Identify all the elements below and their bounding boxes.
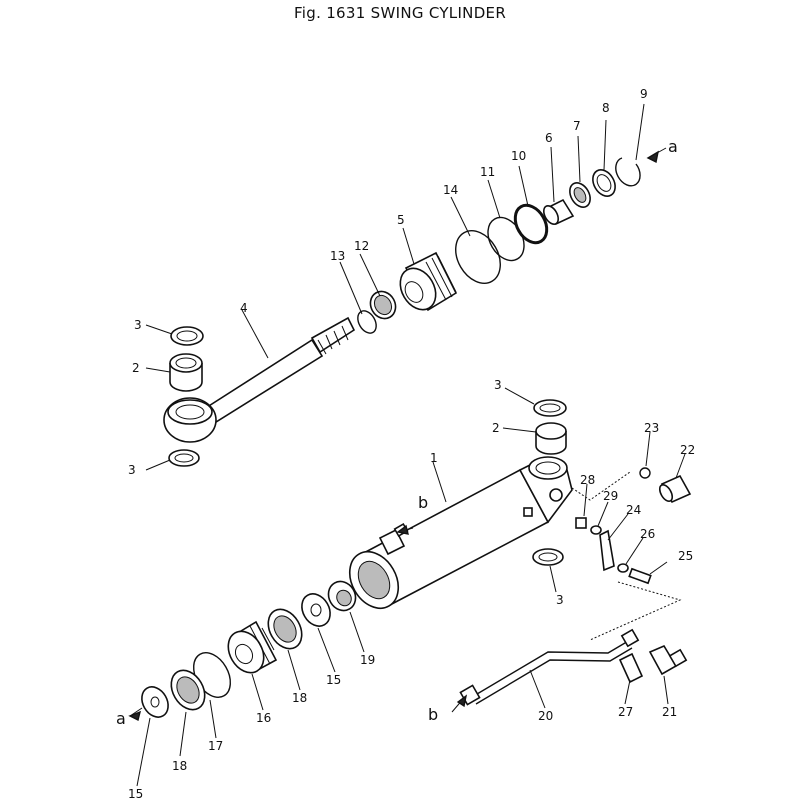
part-callouts: 1 2 2 3 3 3 3 4 5 6 7 8 9 10 11 12 13 14…	[128, 87, 695, 801]
callout-27: 27	[618, 705, 633, 719]
tube-eye-bushing	[535, 422, 567, 455]
bolt-25	[628, 567, 652, 585]
seal-18-lower	[170, 669, 206, 711]
o-ring-23	[639, 467, 651, 479]
wiper-8	[592, 169, 616, 197]
callout-3-rod-top: 3	[134, 318, 142, 332]
callout-9: 9	[640, 87, 648, 101]
callout-3-tube-bottom: 3	[556, 593, 564, 607]
callout-16: 16	[256, 711, 271, 725]
callout-2-rod: 2	[132, 361, 140, 375]
callout-10: 10	[511, 149, 526, 163]
callout-26: 26	[640, 527, 655, 541]
callout-6: 6	[545, 131, 553, 145]
snap-ring-9	[615, 157, 641, 187]
callout-3-rod-bottom: 3	[128, 463, 136, 477]
leader-lines	[129, 103, 686, 787]
callout-8: 8	[602, 101, 610, 115]
callout-15-upper: 15	[326, 673, 341, 687]
callout-13: 13	[330, 249, 345, 263]
ref-a-bottom: a	[116, 709, 126, 728]
callout-20: 20	[538, 709, 553, 723]
cylinder-tube	[348, 456, 573, 610]
washer-26	[617, 563, 629, 573]
tube-eye-seal-lower	[532, 548, 564, 566]
rod-eye-seal-lower	[168, 449, 200, 467]
ref-b-top: b	[418, 493, 428, 512]
callout-24: 24	[626, 503, 641, 517]
plate-15-lower	[141, 686, 169, 718]
rod-eye-bushing	[169, 353, 203, 392]
piston-ring-14	[455, 230, 501, 284]
callout-23: 23	[644, 421, 659, 435]
clamp-plate-24	[599, 529, 615, 572]
callout-21: 21	[662, 705, 677, 719]
seal-18-upper	[267, 608, 303, 650]
bushing-6	[542, 198, 575, 226]
callout-18-lower: 18	[172, 759, 187, 773]
callout-25: 25	[678, 549, 693, 563]
cylinder-head-16	[227, 620, 278, 674]
callout-7: 7	[573, 119, 581, 133]
seal-7	[569, 182, 591, 208]
connector-22	[658, 474, 692, 504]
plate-15-upper	[301, 593, 331, 627]
piston-nut	[369, 290, 397, 320]
callout-17: 17	[208, 739, 223, 753]
callout-11: 11	[480, 165, 495, 179]
callout-19: 19	[360, 653, 375, 667]
callout-15-lower: 15	[128, 787, 143, 800]
piston	[399, 251, 458, 312]
piston-rod	[163, 316, 356, 443]
washer-29	[590, 525, 602, 535]
nut-19	[327, 580, 357, 612]
bolt-27	[618, 652, 644, 684]
callout-22: 22	[680, 443, 695, 457]
callout-3-tube-top: 3	[494, 378, 502, 392]
fitting-21	[648, 644, 688, 676]
o-ring-10	[513, 203, 549, 245]
callout-4: 4	[240, 301, 248, 315]
callout-2-tube: 2	[492, 421, 500, 435]
ref-a-top: a	[668, 137, 678, 156]
callout-28: 28	[580, 473, 595, 487]
nut-28	[575, 517, 587, 529]
callout-18-upper: 18	[292, 691, 307, 705]
callout-14: 14	[443, 183, 458, 197]
callout-12: 12	[354, 239, 369, 253]
tube-eye-seal-upper	[533, 399, 567, 417]
callout-29: 29	[603, 489, 618, 503]
rod-eye-seal-upper	[170, 326, 204, 346]
ref-b-bottom: b	[428, 705, 438, 724]
callout-5: 5	[397, 213, 405, 227]
callout-1: 1	[430, 451, 438, 465]
pipe-20	[459, 628, 640, 706]
connection-refs: a a b b	[116, 137, 678, 728]
figure-title: Fig. 1631 SWING CYLINDER	[293, 4, 507, 22]
